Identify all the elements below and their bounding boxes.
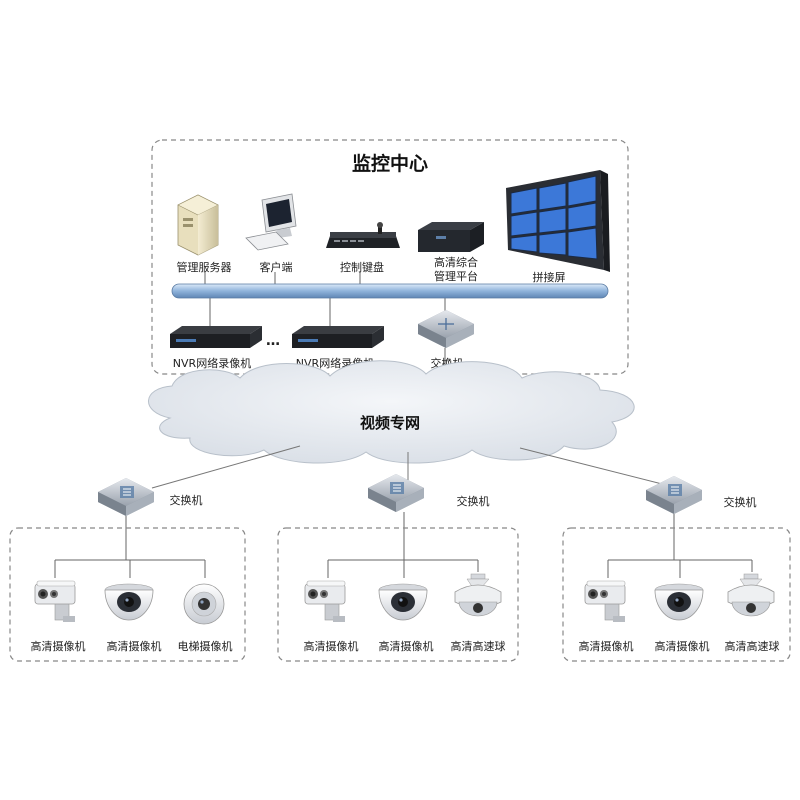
control-keyboard-icon bbox=[326, 222, 400, 248]
platform-label-line1: 高清综合 bbox=[434, 255, 478, 269]
site3-camera-1-label: 高清摄像机 bbox=[579, 639, 634, 653]
site3-bullet-camera-icon bbox=[584, 580, 626, 623]
server-icon bbox=[177, 194, 219, 256]
site2-box bbox=[277, 527, 519, 662]
nvr-ellipsis: … bbox=[266, 333, 280, 349]
core-switch-icon bbox=[418, 310, 474, 348]
site1-switch-icon bbox=[98, 478, 154, 516]
site2-switch-label: 交换机 bbox=[457, 494, 490, 508]
site2-camera-3-label: 高清高速球 bbox=[451, 639, 506, 653]
video-wall-label: 拼接屏 bbox=[533, 270, 566, 284]
site1-camera-3-label: 电梯摄像机 bbox=[178, 639, 233, 653]
site3-camera-2-label: 高清摄像机 bbox=[655, 639, 710, 653]
cloud-to-site-links bbox=[151, 445, 671, 489]
site1-bullet-camera-icon bbox=[34, 580, 76, 623]
site3-switch-icon bbox=[646, 476, 702, 514]
nvr-left-label: NVR网络录像机 bbox=[173, 356, 251, 370]
control-keyboard-label: 控制键盘 bbox=[340, 260, 384, 274]
site1-dome-camera-icon bbox=[104, 583, 154, 621]
site1-camera-1-label: 高清摄像机 bbox=[31, 639, 86, 653]
network-bus bbox=[171, 283, 609, 299]
site1-switch-label: 交换机 bbox=[170, 493, 203, 507]
site3-box bbox=[562, 527, 791, 662]
site1-camera-2-label: 高清摄像机 bbox=[107, 639, 162, 653]
nvr-left-icon bbox=[170, 326, 262, 348]
center-connectors bbox=[204, 272, 451, 326]
video-wall-icon bbox=[506, 170, 610, 272]
client-computer-icon bbox=[245, 193, 297, 251]
site3-branch bbox=[607, 559, 753, 578]
site3-dome-camera-icon bbox=[654, 583, 704, 621]
video-network-label: 视频专网 bbox=[360, 414, 420, 432]
site2-dome-camera-icon bbox=[378, 583, 428, 621]
site3-switch-label: 交换机 bbox=[724, 495, 757, 509]
platform-label-line2: 管理平台 bbox=[434, 269, 478, 283]
site2-camera-1-label: 高清摄像机 bbox=[304, 639, 359, 653]
site1-branch bbox=[54, 559, 206, 578]
site1-box bbox=[9, 527, 246, 662]
nvr-right-icon bbox=[292, 326, 384, 348]
site2-camera-2-label: 高清摄像机 bbox=[379, 639, 434, 653]
site3-camera-3-label: 高清高速球 bbox=[725, 639, 780, 653]
client-label: 客户端 bbox=[260, 260, 293, 274]
site2-branch bbox=[327, 559, 479, 578]
site2-speed-dome-icon bbox=[454, 573, 502, 617]
site2-switch-icon bbox=[368, 474, 424, 512]
management-platform-icon bbox=[418, 222, 484, 252]
site3-speed-dome-icon bbox=[727, 573, 775, 617]
site1-elevator-camera-icon bbox=[183, 583, 225, 625]
site2-bullet-camera-icon bbox=[304, 580, 346, 623]
video-network-cloud bbox=[148, 360, 635, 464]
monitoring-center-title: 监控中心 bbox=[352, 152, 428, 175]
server-label: 管理服务器 bbox=[177, 260, 232, 274]
